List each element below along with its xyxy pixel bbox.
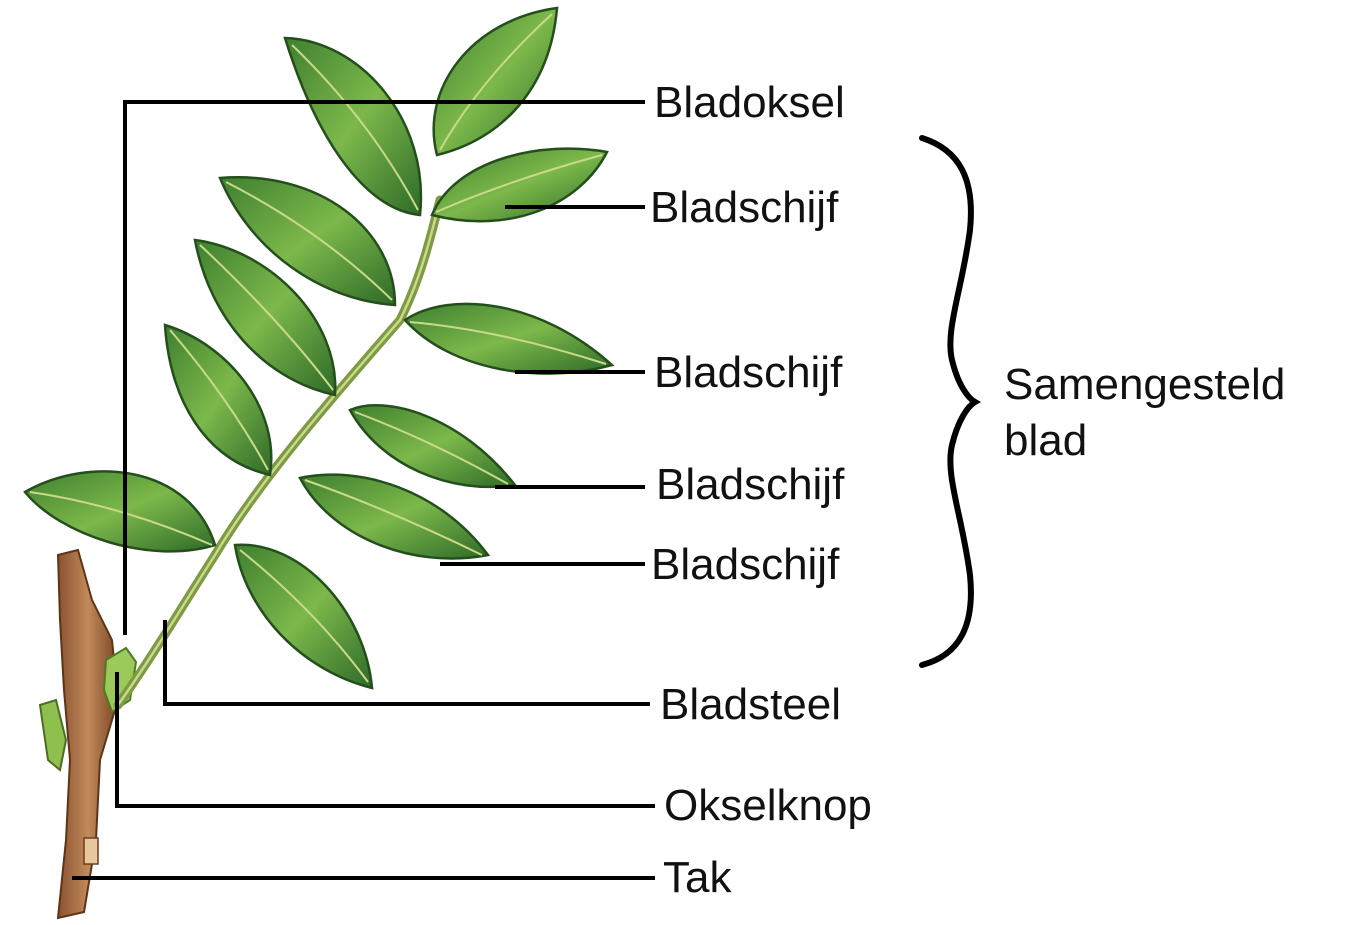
curly-brace: [922, 138, 975, 665]
label-bladoksel: Bladoksel: [654, 81, 845, 125]
leaflet-far-left: [25, 471, 215, 551]
label-bladschijf-4: Bladschijf: [651, 543, 839, 587]
label-bladschijf-3: Bladschijf: [656, 463, 844, 507]
leaflets: [25, 8, 612, 688]
label-samengesteld-line2: blad: [1004, 413, 1285, 469]
label-samengesteld-blad: Samengesteld blad: [1004, 357, 1285, 469]
branch-scar: [84, 838, 98, 864]
leaflet-mid-right-2: [350, 405, 515, 487]
label-bladschijf-1: Bladschijf: [650, 186, 838, 230]
leaflet-upper-right: [432, 149, 607, 222]
leaflet-bottom: [235, 545, 372, 688]
leader-bladsteel: [165, 620, 650, 704]
branch: [40, 550, 118, 918]
label-tak: Tak: [663, 856, 731, 900]
leader-okselknop: [117, 672, 655, 806]
leaflet-bottom-right: [300, 475, 488, 559]
side-bud: [40, 700, 66, 770]
label-samengesteld-line1: Samengesteld: [1004, 357, 1285, 413]
leaflet-mid-right-1: [405, 304, 612, 374]
leaflet-top-right: [434, 8, 557, 155]
label-bladschijf-2: Bladschijf: [654, 351, 842, 395]
label-okselknop: Okselknop: [664, 784, 872, 828]
label-bladsteel: Bladsteel: [660, 683, 841, 727]
